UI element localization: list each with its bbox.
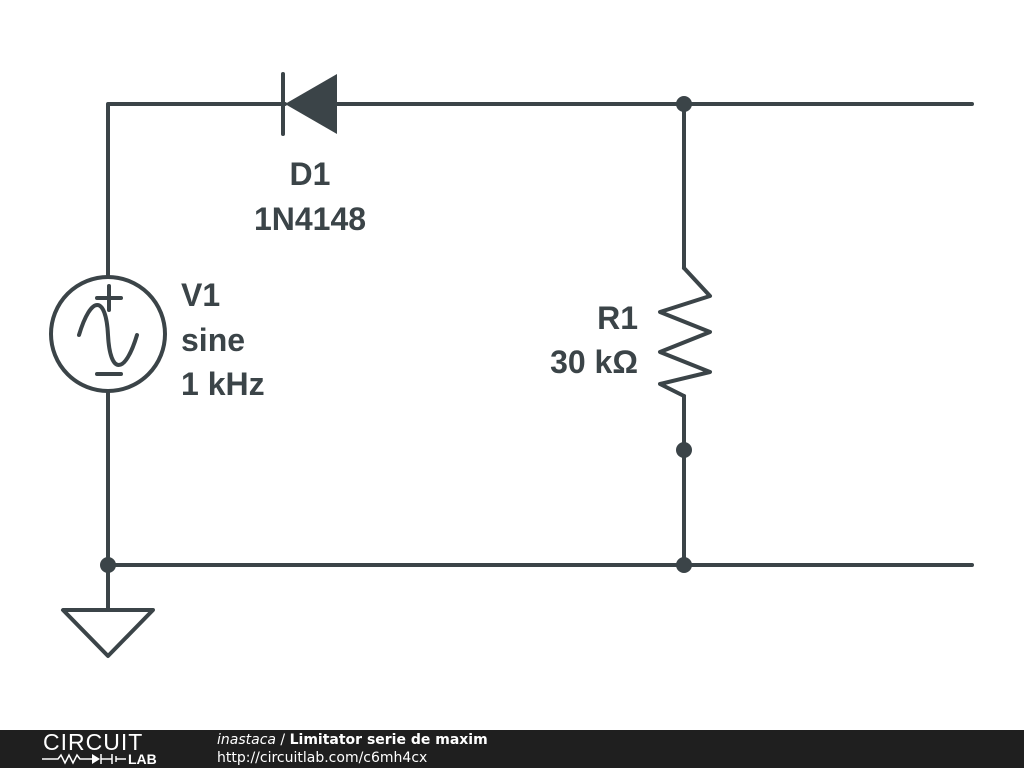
source-name-label: V1: [181, 277, 220, 313]
author-link[interactable]: inastaca: [217, 732, 276, 748]
resistor-value-label: 30 kΩ: [550, 344, 638, 380]
resistor-icon[interactable]: [658, 266, 712, 398]
junction-node: [100, 557, 116, 573]
wire-top: [106, 102, 974, 332]
resistor-name-label: R1: [597, 300, 638, 336]
source-type-label: sine: [181, 322, 245, 358]
footer-bar: CIRCUIT LAB inastaca / Limitator serie d…: [0, 730, 1024, 768]
wire-bottom: [106, 390, 974, 567]
footer-info: inastaca / Limitator serie de maxim http…: [217, 731, 488, 767]
footer-title-line: inastaca / Limitator serie de maxim: [217, 731, 488, 749]
ground-icon: [61, 563, 155, 658]
logo-wordmark-top: CIRCUIT: [43, 729, 144, 755]
junction-node: [676, 557, 692, 573]
diode-icon[interactable]: [281, 72, 337, 136]
junction-node: [676, 96, 692, 112]
separator: /: [275, 732, 290, 748]
schematic-canvas: D1 1N4148 V1 sine 1 kHz R1 30 kΩ: [49, 72, 974, 658]
source-freq-label: 1 kHz: [181, 366, 265, 402]
diode-name-label: D1: [290, 156, 331, 192]
logo-wordmark-bottom: LAB: [128, 751, 157, 767]
junction-node: [676, 442, 692, 458]
circuitlab-logo[interactable]: CIRCUIT LAB: [40, 730, 180, 768]
diode-part-label: 1N4148: [254, 201, 366, 237]
ac-source-icon[interactable]: [49, 275, 167, 393]
logo-circuit-icon: [42, 753, 126, 765]
circuit-url[interactable]: http://circuitlab.com/c6mh4cx: [217, 750, 428, 766]
circuit-title[interactable]: Limitator serie de maxim: [289, 732, 488, 748]
